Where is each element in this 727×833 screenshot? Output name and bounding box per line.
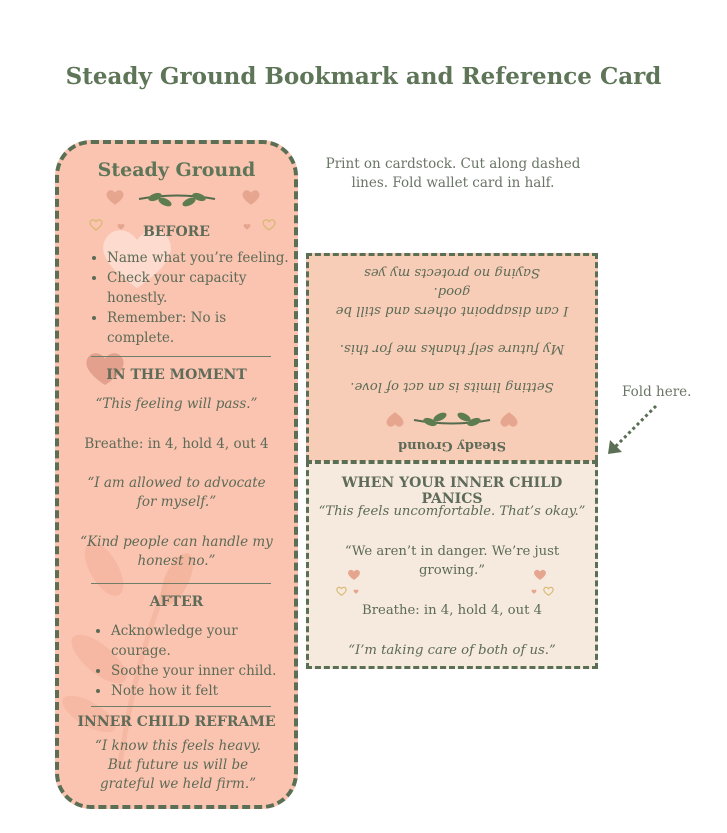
section-divider	[91, 356, 271, 357]
heart-outline-icon	[543, 586, 554, 596]
affirmation: Setting limits is an act of love.	[350, 379, 554, 394]
page-title: Steady Ground Bookmark and Reference Car…	[65, 63, 662, 90]
heart-icon	[531, 589, 537, 594]
list-item: Soothe your inner child.	[111, 661, 294, 681]
moment-quote: “Kind people can handle my honest no.”	[80, 534, 273, 569]
heart-icon	[242, 190, 260, 205]
section-divider	[91, 583, 271, 584]
wallet-card-back: WHEN YOUR INNER CHILD PANICS “This feels…	[306, 461, 598, 669]
wallet-card-front: Steady Ground Setting limits is an act o…	[306, 253, 598, 461]
heart-icon	[500, 412, 518, 427]
heart-outline-icon	[89, 219, 103, 231]
list-item: Remember: No is complete.	[107, 308, 294, 348]
list-item: Note how it felt	[111, 681, 294, 701]
before-list: Name what you’re feeling. Check your cap…	[91, 248, 294, 348]
breathing-instruction: Breathe: in 4, hold 4, out 4	[84, 436, 269, 452]
moment-heading: IN THE MOMENT	[106, 367, 247, 383]
affirmation: I can disappoint others and still be goo…	[335, 284, 569, 318]
heart-icon	[348, 569, 360, 580]
list-item: Name what you’re feeling.	[107, 248, 294, 268]
wallet-card-title: Steady Ground	[398, 438, 506, 453]
after-heading: AFTER	[149, 594, 204, 610]
print-instructions: Print on cardstock. Cut along dashed lin…	[325, 156, 581, 191]
before-heading: BEFORE	[143, 224, 210, 240]
heart-icon	[534, 569, 546, 580]
heart-icon	[386, 412, 404, 427]
moment-quote: “I am allowed to advocate for myself.”	[87, 475, 266, 510]
leaf-branch-icon	[138, 192, 216, 207]
panic-quote: “We aren’t in danger. We’re just growing…	[344, 544, 560, 578]
reframe-quote: “I know this feels heavy. But future us …	[94, 738, 262, 792]
heart-outline-icon	[262, 219, 276, 231]
leaf-branch-icon	[413, 412, 491, 427]
wallet-card-front-rotated: Steady Ground Setting limits is an act o…	[309, 256, 595, 461]
bookmark-title: Steady Ground	[97, 159, 256, 181]
affirmation: Saying no protects my yes	[364, 265, 540, 280]
list-item: Check your capacity honestly.	[107, 268, 294, 308]
list-item: Acknowledge your courage.	[111, 621, 294, 661]
wallet-card-heading: WHEN YOUR INNER CHILD PANICS	[341, 475, 563, 507]
fold-label: Fold here.	[622, 384, 692, 400]
after-list: Acknowledge your courage. Soothe your in…	[95, 621, 294, 701]
heart-watermark-icon	[86, 353, 124, 386]
heart-watermark-icon	[103, 230, 171, 288]
heart-icon	[117, 223, 125, 230]
heart-icon	[243, 223, 251, 230]
heart-icon	[353, 589, 359, 594]
panic-quote: “I’m taking care of both of us.”	[348, 643, 556, 658]
reframe-heading: INNER CHILD REFRAME	[77, 714, 276, 730]
dotted-arrow-icon	[608, 404, 658, 454]
moment-quote: “This feeling will pass.”	[95, 396, 258, 412]
heart-outline-icon	[336, 586, 347, 596]
leaf-watermark-icon	[62, 542, 194, 769]
section-divider	[91, 706, 271, 707]
heart-icon	[106, 190, 124, 205]
affirmation: My future self thanks me for this.	[339, 341, 565, 356]
breathing-instruction: Breathe: in 4, hold 4, out 4	[362, 603, 542, 618]
panic-quote: “This feels uncomfortable. That’s okay.”	[318, 504, 586, 519]
bookmark: Steady Ground BEFORE Name what you’re fe…	[55, 140, 298, 809]
